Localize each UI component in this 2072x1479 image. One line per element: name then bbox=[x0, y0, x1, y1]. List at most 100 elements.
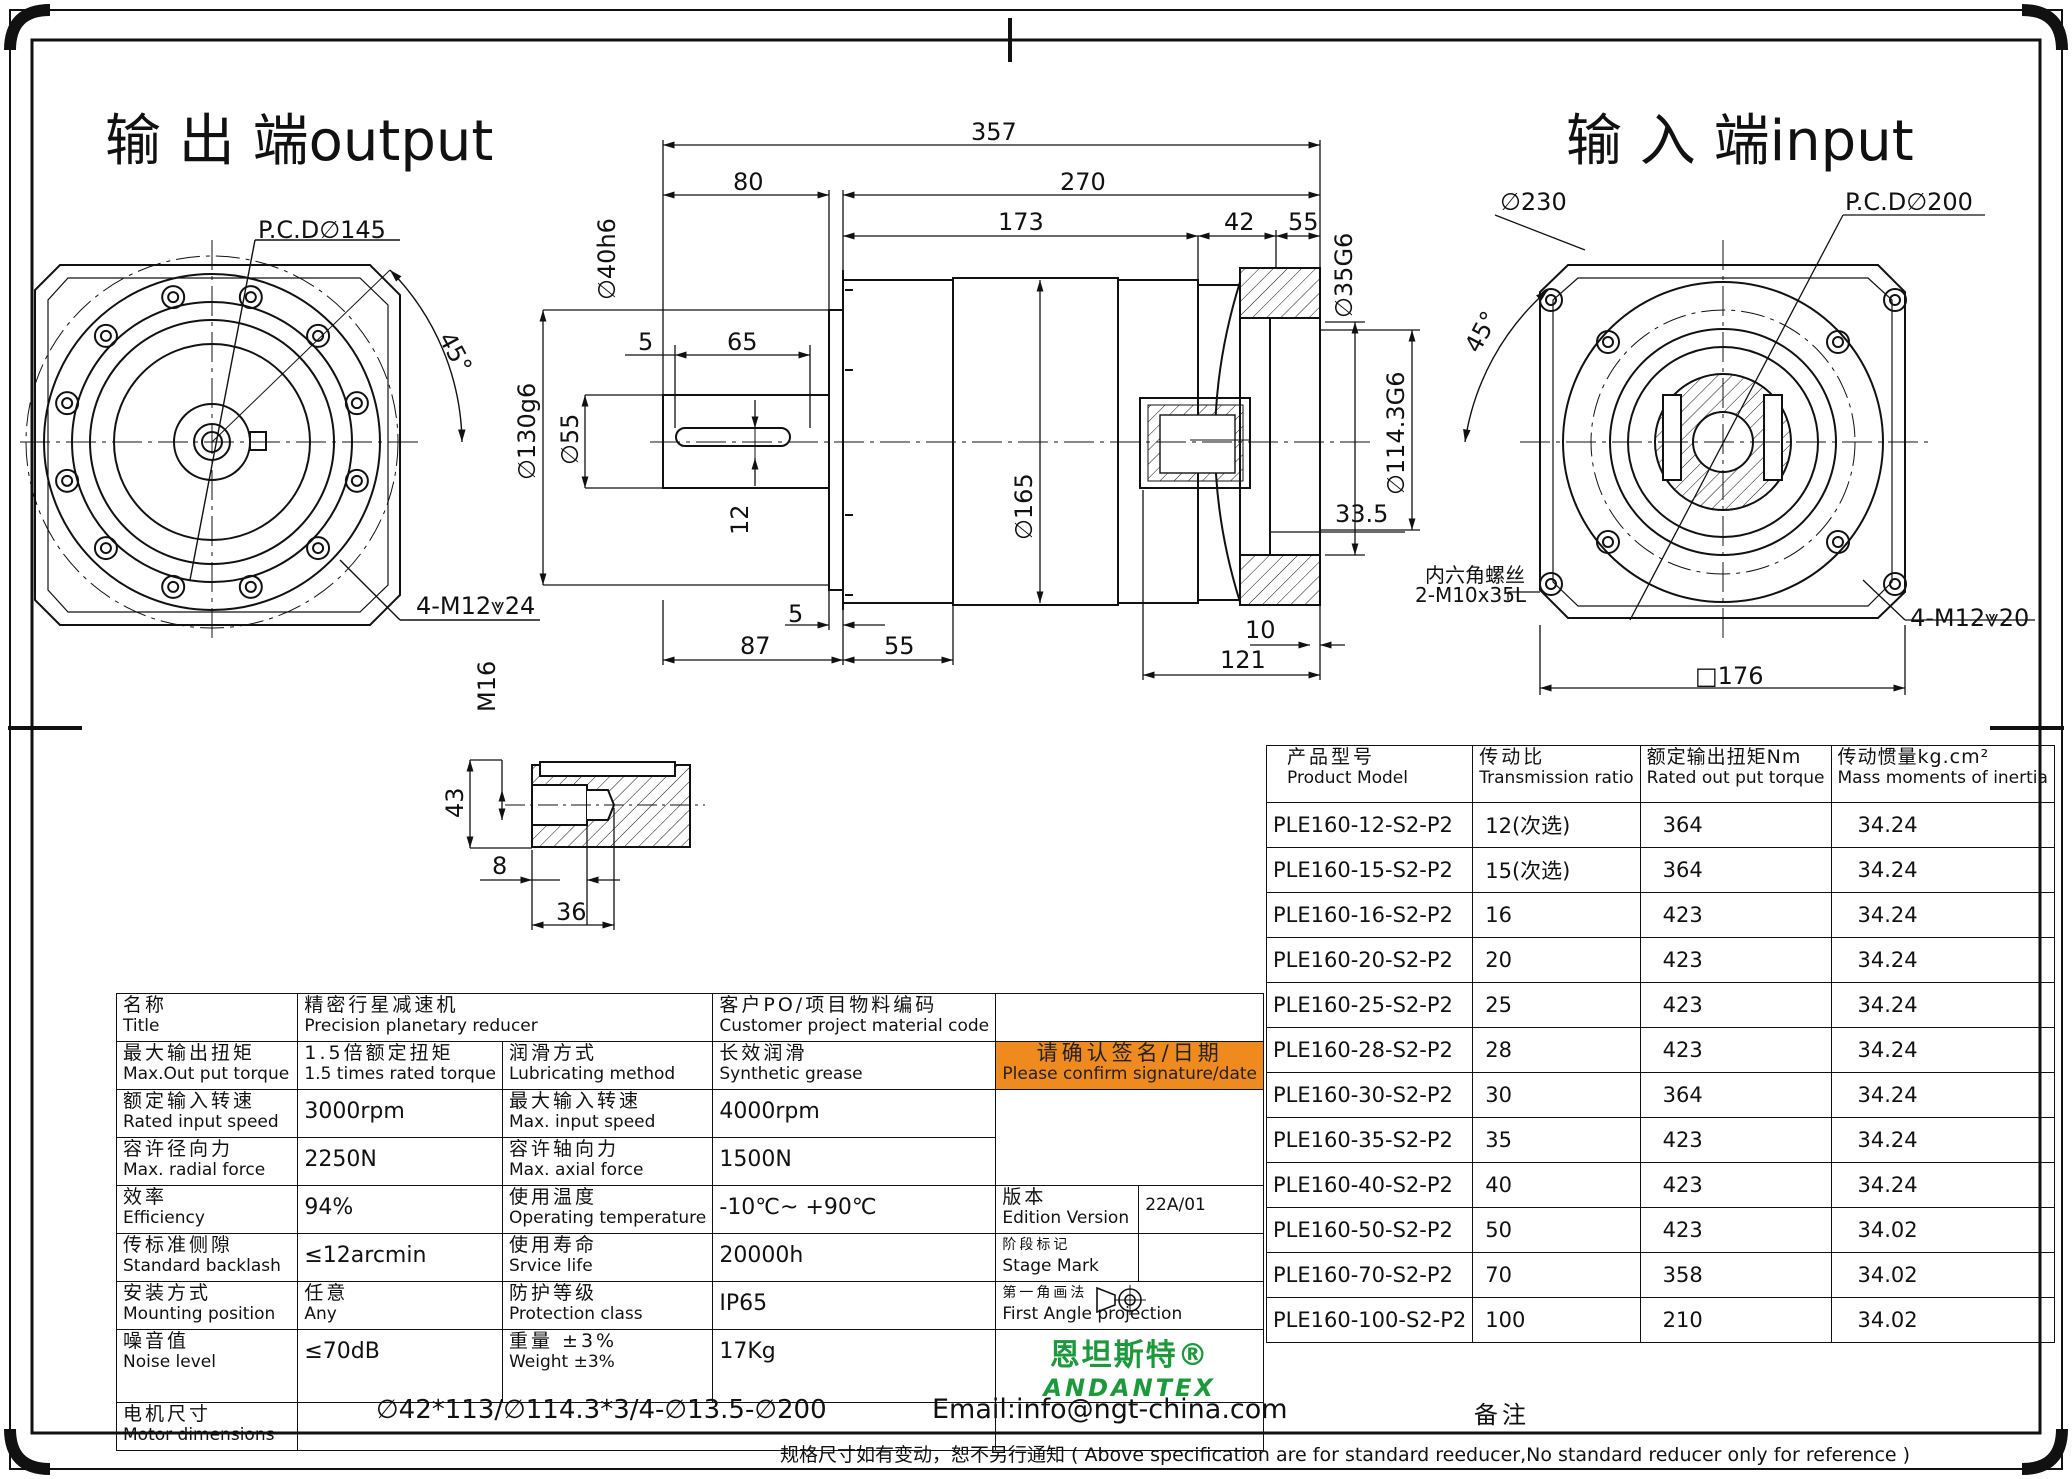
po-value-cell[interactable] bbox=[995, 993, 1264, 1042]
life-value-cell: 20000h bbox=[712, 1233, 997, 1282]
torque-cell: 423 bbox=[1639, 892, 1832, 938]
torque-cell: 364 bbox=[1639, 847, 1832, 893]
bolt-hole-center bbox=[312, 329, 325, 342]
detail-view bbox=[505, 761, 705, 848]
bolt-hole-center bbox=[61, 397, 74, 410]
model-cell: PLE160-100-S2-P2 bbox=[1265, 1297, 1474, 1343]
ratio-cell: 30 bbox=[1472, 1072, 1641, 1118]
bolt-hole-center bbox=[167, 291, 180, 304]
side-view-dims bbox=[539, 140, 1420, 680]
weight-label-cell: 重量 ±3%Weight ±3% bbox=[501, 1329, 714, 1403]
dim-dia55: ∅55 bbox=[556, 414, 584, 465]
inertia-cell: 34.24 bbox=[1830, 1162, 2055, 1208]
stage-value-cell[interactable] bbox=[1138, 1233, 1264, 1282]
email-cell bbox=[995, 1402, 1264, 1451]
signature-area[interactable] bbox=[995, 1089, 1264, 1186]
dim-dia40: ∅40h6 bbox=[593, 218, 621, 300]
ratio-cell: 12(次选) bbox=[1472, 802, 1641, 848]
torque-cell: 423 bbox=[1639, 1162, 1832, 1208]
model-cell: PLE160-70-S2-P2 bbox=[1265, 1252, 1474, 1298]
dim-dia35: ∅35G6 bbox=[1330, 233, 1358, 318]
torque-cell: 364 bbox=[1639, 1072, 1832, 1118]
model-cell: PLE160-16-S2-P2 bbox=[1265, 892, 1474, 938]
contact-email[interactable]: Email:info@ngt-china.com bbox=[932, 1394, 1288, 1425]
detail-view-dims bbox=[466, 759, 620, 930]
dim-10: 10 bbox=[1245, 616, 1276, 644]
dim-80: 80 bbox=[733, 168, 764, 196]
bolt-hole bbox=[161, 285, 186, 310]
output-pcd-label: P.C.D∅145 bbox=[258, 216, 386, 244]
bolt-hole-center bbox=[1832, 536, 1844, 548]
dim-dia114: ∅114.3G6 bbox=[1382, 372, 1410, 495]
input-angle-label: 45° bbox=[1459, 307, 1504, 358]
dim-5-a: 5 bbox=[638, 328, 653, 356]
bolt-hole bbox=[1883, 288, 1907, 312]
inertia-cell: 34.24 bbox=[1830, 892, 2055, 938]
bolt-hole-center bbox=[1889, 294, 1901, 306]
model-cell: PLE160-30-S2-P2 bbox=[1265, 1072, 1474, 1118]
inertia-cell: 34.02 bbox=[1830, 1207, 2055, 1253]
bolt-hole bbox=[238, 285, 263, 310]
bolt-hole bbox=[55, 391, 80, 416]
ratio-cell: 70 bbox=[1472, 1252, 1641, 1298]
ratio-cell: 28 bbox=[1472, 1027, 1641, 1073]
bolt-hole bbox=[93, 536, 118, 561]
bolt-hole-center bbox=[1545, 294, 1557, 306]
bolt-hole-center bbox=[1602, 336, 1614, 348]
dim-121: 121 bbox=[1220, 646, 1266, 674]
ratio-cell: 35 bbox=[1472, 1117, 1641, 1163]
output-holes-label: 4-M12⩔24 bbox=[416, 592, 535, 620]
bolt-hole bbox=[1596, 530, 1620, 554]
input-view-dims bbox=[1494, 214, 2035, 695]
model-cell: PLE160-12-S2-P2 bbox=[1265, 802, 1474, 848]
brand-logo: 恩坦斯特® ANDANTEX bbox=[995, 1329, 1264, 1403]
bolt-hole-center bbox=[1602, 536, 1614, 548]
dim-55-top: 55 bbox=[1288, 208, 1319, 236]
ratedspeed-value-cell: 3000rpm bbox=[297, 1089, 503, 1138]
inertia-cell: 34.02 bbox=[1830, 1297, 2055, 1343]
eff-value-cell: 94% bbox=[297, 1185, 503, 1234]
footer-note: 规格尺寸如有变动，恕不另行通知 ( Above specification ar… bbox=[780, 1444, 1911, 1466]
weight-value-cell: 17Kg bbox=[712, 1329, 997, 1403]
bolt-hole-center bbox=[99, 542, 112, 555]
model-cell: PLE160-50-S2-P2 bbox=[1265, 1207, 1474, 1253]
torque-cell: 364 bbox=[1639, 802, 1832, 848]
torque-cell: 423 bbox=[1639, 937, 1832, 983]
inertia-cell: 34.02 bbox=[1830, 1252, 2055, 1298]
bolt-hole bbox=[306, 536, 331, 561]
bolt-hole bbox=[1596, 330, 1620, 354]
dim-12: 12 bbox=[726, 504, 754, 535]
ratio-cell: 50 bbox=[1472, 1207, 1641, 1253]
inertia-cell: 34.24 bbox=[1830, 1027, 2055, 1073]
output-view-dims bbox=[189, 239, 540, 621]
inertia-cell: 34.24 bbox=[1830, 1072, 2055, 1118]
model-cell: PLE160-20-S2-P2 bbox=[1265, 937, 1474, 983]
bolt-hole-center bbox=[1889, 578, 1901, 590]
backlash-value-cell: ≤12arcmin bbox=[297, 1233, 503, 1282]
input-view-title: 输 入 端input bbox=[1566, 109, 1914, 174]
output-angle-label: 45° bbox=[433, 327, 478, 378]
side-view bbox=[650, 267, 1370, 610]
bolt-hole-center bbox=[1832, 336, 1844, 348]
inertia-cell: 34.24 bbox=[1830, 982, 2055, 1028]
